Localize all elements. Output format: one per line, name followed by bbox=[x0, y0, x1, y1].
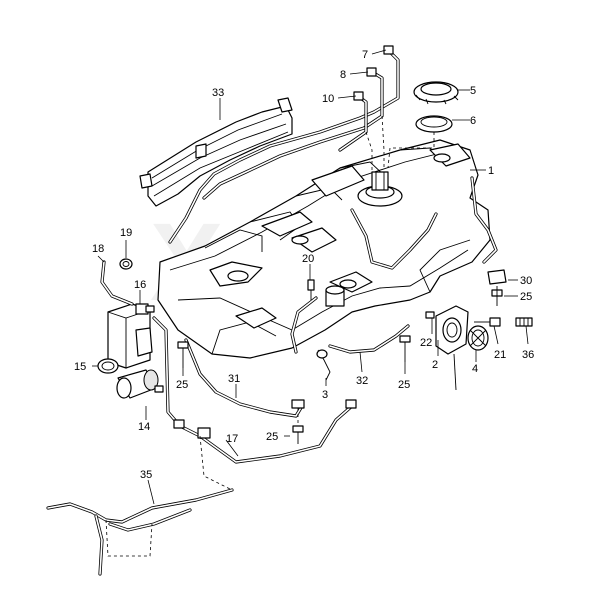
callout-25-right: 25 bbox=[520, 291, 532, 303]
hose-18[interactable] bbox=[100, 260, 134, 306]
callout-25-bottom: 25 bbox=[266, 431, 278, 443]
bracket-30[interactable] bbox=[487, 269, 507, 285]
callout-32: 32 bbox=[356, 375, 368, 387]
filler-neck-housing[interactable] bbox=[435, 305, 469, 391]
bolt-22[interactable] bbox=[425, 311, 435, 319]
callout-7: 7 bbox=[362, 49, 368, 61]
callout-15: 15 bbox=[74, 361, 86, 373]
clip-21[interactable] bbox=[474, 317, 501, 327]
bolt-25-mid[interactable] bbox=[399, 335, 411, 362]
heat-shield[interactable] bbox=[139, 97, 293, 207]
fuel-tank[interactable] bbox=[157, 139, 491, 359]
callout-35: 35 bbox=[140, 469, 152, 481]
callout-19: 19 bbox=[120, 227, 132, 239]
callout-17: 17 bbox=[226, 433, 238, 445]
bolt-20[interactable] bbox=[307, 279, 315, 300]
lock-ring[interactable] bbox=[413, 81, 459, 105]
callout-3: 3 bbox=[322, 389, 328, 401]
connector-8[interactable] bbox=[366, 67, 377, 77]
callout-18: 18 bbox=[92, 243, 104, 255]
bolt-25-left[interactable] bbox=[177, 341, 189, 368]
callout-4: 4 bbox=[472, 363, 478, 375]
strap-32[interactable] bbox=[328, 324, 410, 354]
assembly-line bbox=[387, 132, 435, 169]
fuel-cap[interactable] bbox=[467, 325, 489, 351]
vent-lines[interactable] bbox=[168, 45, 400, 244]
callout-25-mid: 25 bbox=[398, 379, 410, 391]
screw-36[interactable] bbox=[515, 317, 533, 327]
callout-6: 6 bbox=[470, 115, 476, 127]
callout-22: 22 bbox=[420, 337, 432, 349]
bolt-25-right[interactable] bbox=[491, 286, 503, 306]
callout-16: 16 bbox=[134, 279, 146, 291]
callout-25-left: 25 bbox=[176, 379, 188, 391]
valve-20[interactable] bbox=[325, 285, 345, 307]
callout-36: 36 bbox=[522, 349, 534, 361]
connector-16[interactable] bbox=[135, 303, 155, 315]
fuel-line-17[interactable] bbox=[152, 316, 357, 464]
callout-8: 8 bbox=[340, 69, 346, 81]
clip-19[interactable] bbox=[119, 258, 133, 270]
tank-seal[interactable] bbox=[415, 115, 453, 133]
fuel-line-35[interactable] bbox=[46, 435, 234, 576]
callout-14: 14 bbox=[138, 421, 150, 433]
callout-21: 21 bbox=[494, 349, 506, 361]
tank-fuel-lines[interactable] bbox=[290, 176, 498, 354]
filter-clamp[interactable] bbox=[97, 358, 119, 374]
bolt-25-bottom[interactable] bbox=[292, 425, 304, 444]
callout-5: 5 bbox=[470, 85, 476, 97]
callout-2: 2 bbox=[432, 359, 438, 371]
callout-33: 33 bbox=[212, 87, 224, 99]
callout-20: 20 bbox=[302, 253, 314, 265]
callout-31: 31 bbox=[228, 373, 240, 385]
connector-7[interactable] bbox=[383, 45, 394, 55]
callout-30: 30 bbox=[520, 275, 532, 287]
callout-10: 10 bbox=[322, 93, 334, 105]
cable-3[interactable] bbox=[316, 349, 331, 381]
strap-31[interactable] bbox=[184, 338, 305, 428]
callout-1: 1 bbox=[488, 165, 494, 177]
fuel-filter[interactable] bbox=[116, 369, 164, 399]
